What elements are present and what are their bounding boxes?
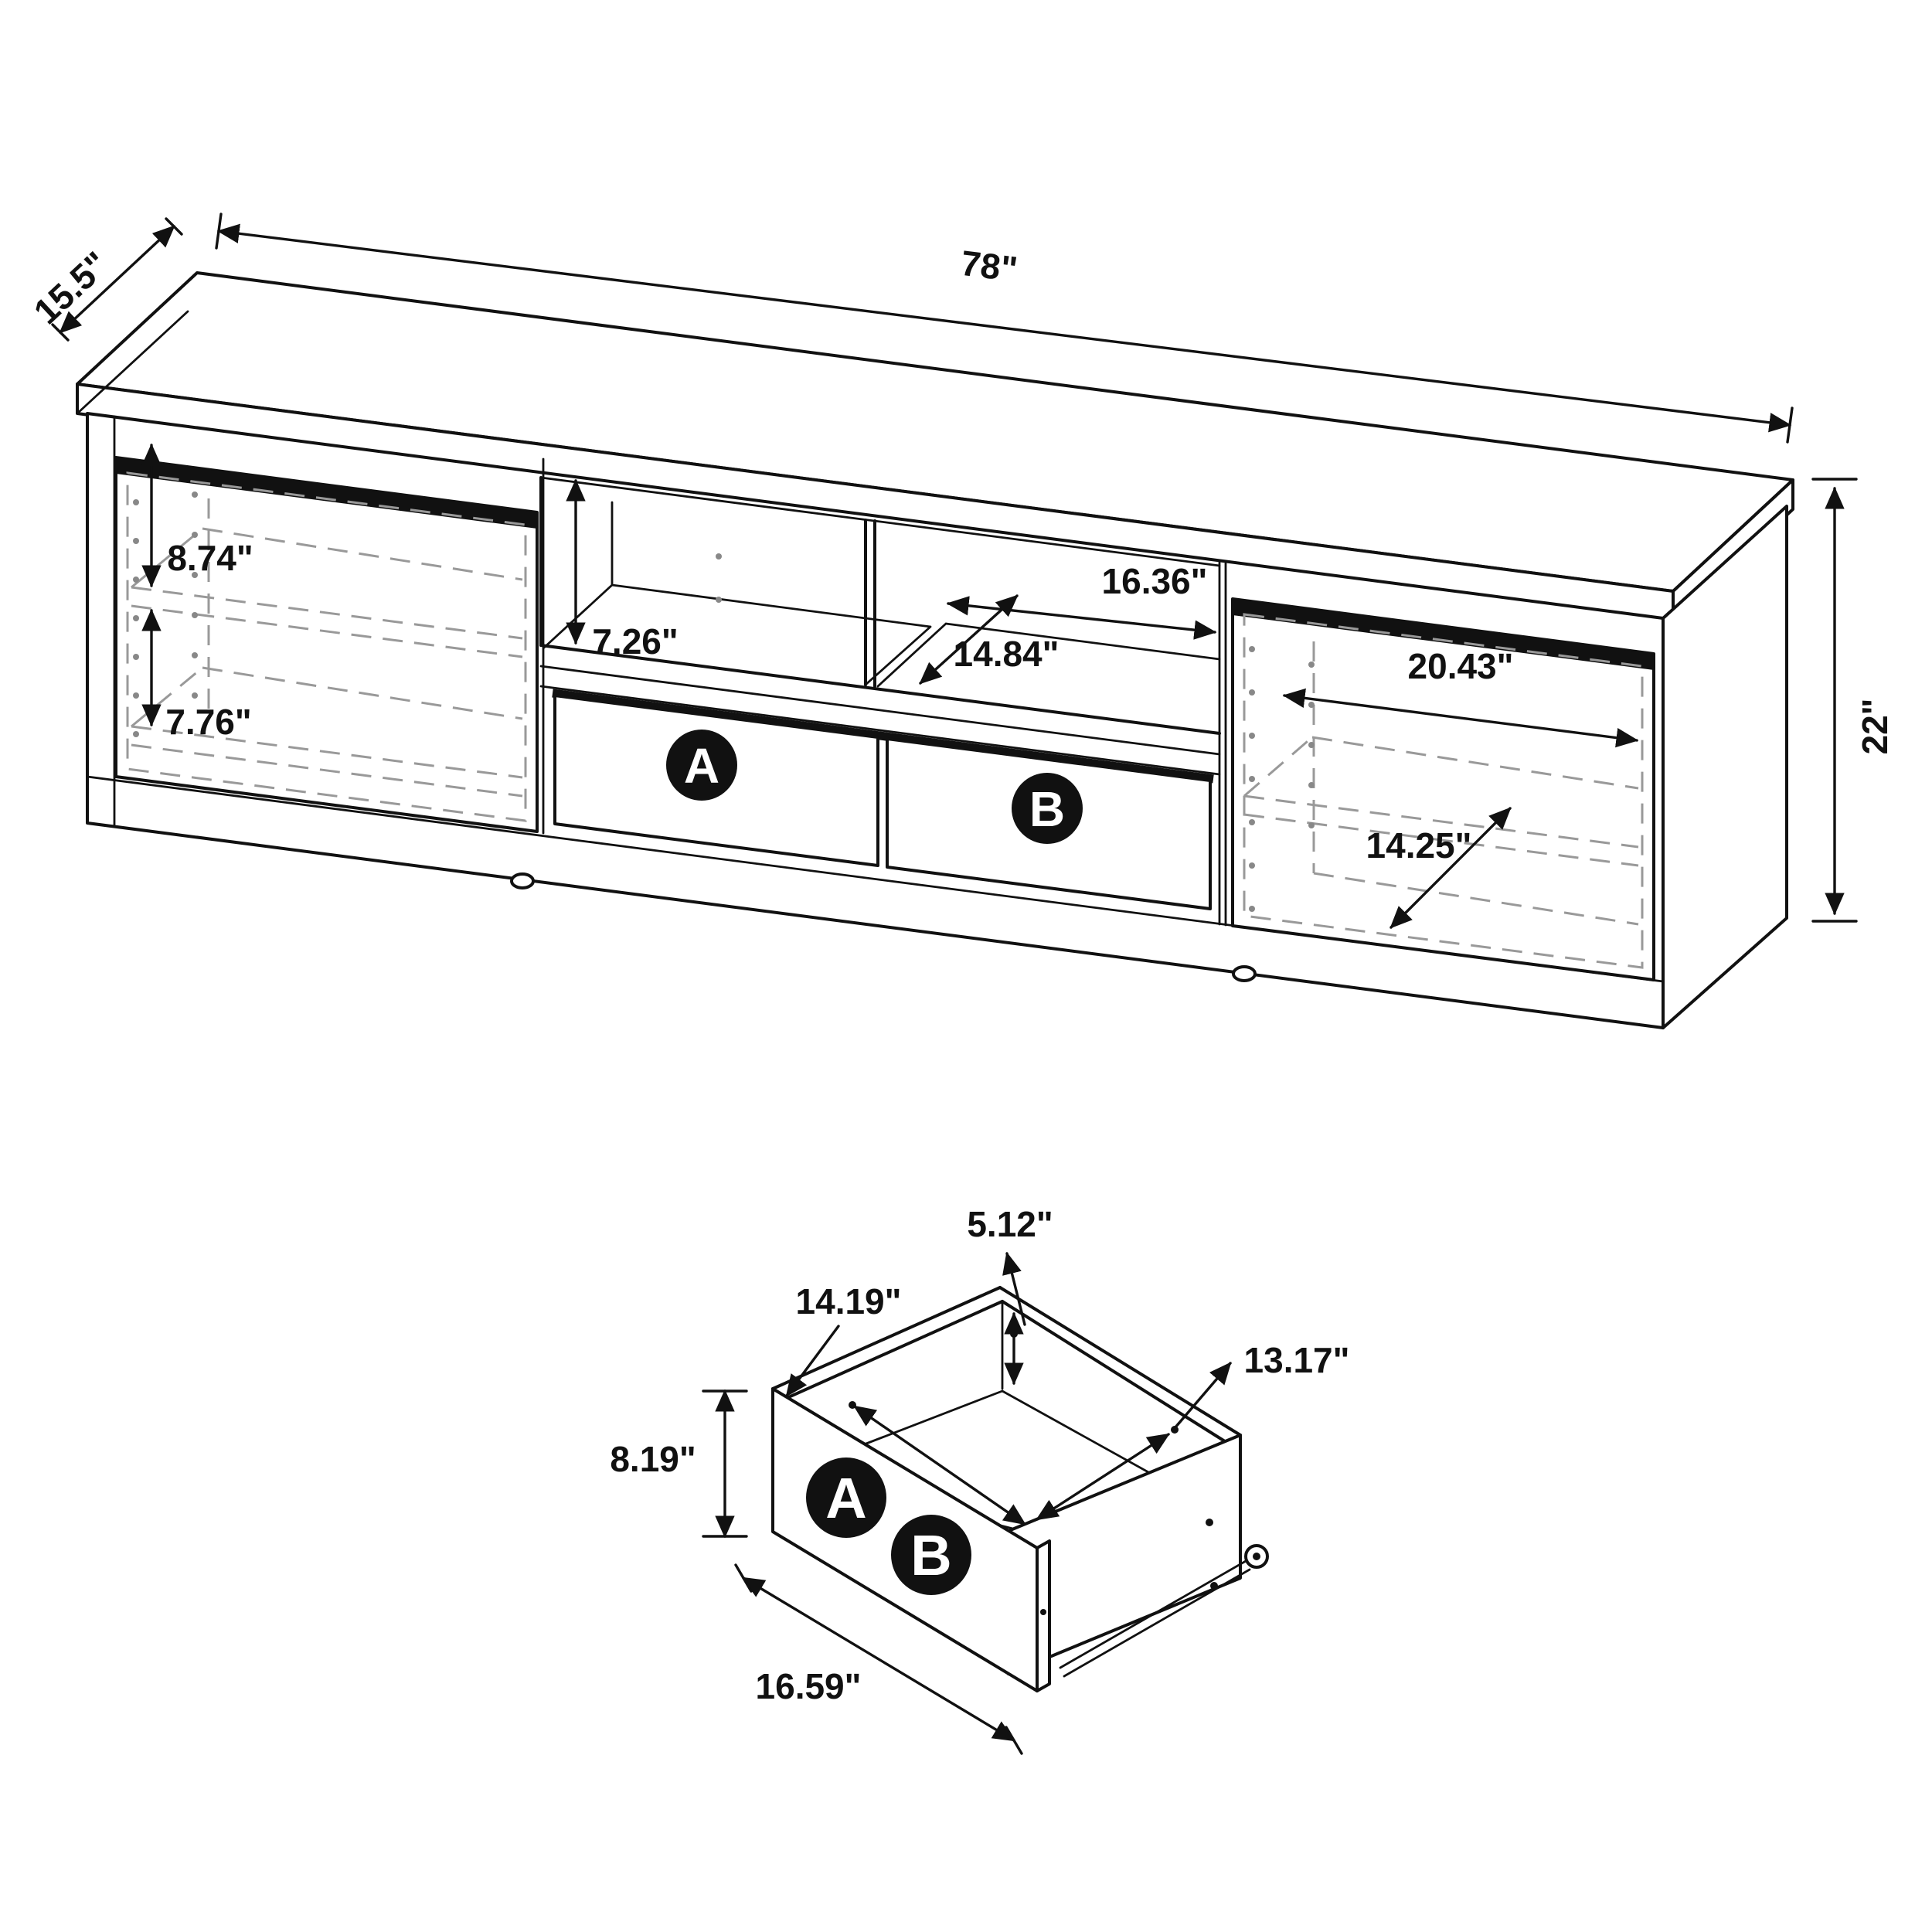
drawer-back-rim	[998, 1286, 1242, 1448]
front-width-label: 16.59"	[756, 1666, 862, 1706]
center-shelf-top	[539, 644, 1221, 735]
dim-inner-depth: 14.19"	[785, 1281, 1026, 1526]
foot-left	[510, 872, 535, 889]
drawer-a-badge-letter: A	[684, 738, 719, 794]
center-shelf-bottom	[539, 665, 1221, 756]
dim-cubby-depth: 14.84"	[919, 594, 1060, 685]
stand-drawers: A B	[552, 689, 1214, 910]
drawer-slide-rail	[1059, 1560, 1251, 1678]
dim-back-height: 5.12"	[967, 1204, 1053, 1386]
left-door-top-gap	[116, 457, 537, 529]
center-rail-line	[539, 685, 1221, 776]
width-label: 78"	[959, 243, 1020, 290]
cubby-depth-label: 14.84"	[954, 634, 1060, 674]
drawer-a-badge: A	[666, 730, 737, 801]
dim-right-cabinet-width: 20.43"	[1282, 646, 1639, 748]
left-shelf-pin-holes	[133, 492, 198, 737]
depth-label: 15.5"	[26, 243, 117, 332]
left-door-panel[interactable]	[114, 456, 539, 833]
dim-front-width: 16.59"	[734, 1563, 1023, 1755]
cubby-divider	[864, 519, 876, 688]
front-edge-screw	[1040, 1609, 1046, 1615]
dim-front-height: 8.19"	[610, 1389, 748, 1539]
cubby-pin-hole	[716, 553, 722, 560]
tv-stand-view: A B	[26, 213, 1895, 1029]
left-shelf-lower-label: 7.76"	[165, 702, 251, 742]
cubby-width-label: 16.36"	[1102, 561, 1208, 601]
left-shelf-lower-hidden	[131, 666, 523, 798]
drawer-front-edge	[1036, 1539, 1051, 1692]
drawer-badge-b-letter: B	[910, 1523, 951, 1587]
drawer-top-gap-shadow	[552, 689, 1214, 784]
dim-height: 22"	[1811, 478, 1895, 923]
right-cabinet-depth-label: 14.25"	[1366, 825, 1472, 866]
drawer-badge-a-letter: A	[825, 1466, 866, 1530]
left-shelf-upper-label: 8.74"	[167, 538, 253, 578]
drawer-badge-b: B	[891, 1515, 971, 1595]
drawer-left-rim	[771, 1286, 1004, 1403]
drawer-b-badge: B	[1012, 773, 1083, 844]
drawer-b-badge-letter: B	[1029, 781, 1065, 837]
cubby-right-stile	[1218, 561, 1227, 927]
cubby-height-label: 7.26"	[592, 621, 678, 662]
dim-inner-width: 13.17"	[1036, 1340, 1350, 1521]
inner-width-label: 13.17"	[1244, 1340, 1350, 1380]
cubby-pin-hole	[716, 597, 722, 603]
slide-roller-hub	[1253, 1553, 1260, 1560]
cubby-ceiling-edge	[539, 476, 1221, 567]
drawer-badge-a: A	[806, 1458, 886, 1538]
left-interior-outline	[126, 471, 527, 822]
back-height-label: 5.12"	[967, 1204, 1053, 1244]
dim-cubby-width: 16.36"	[946, 561, 1217, 640]
right-cabinet-width-label: 20.43"	[1408, 646, 1514, 686]
front-height-label: 8.19"	[610, 1439, 696, 1479]
left-cabinet	[114, 456, 539, 833]
dim-width: 78"	[215, 213, 1794, 444]
drawer-detail-view: A B 5.12" 14.19" 13.17"	[610, 1204, 1350, 1755]
side-screw	[1206, 1519, 1213, 1526]
left-shelf-upper-hidden	[131, 527, 523, 658]
body-right-face	[1662, 505, 1788, 1029]
height-label: 22"	[1855, 699, 1895, 755]
dim-left-shelf-upper: 8.74"	[141, 443, 253, 588]
right-door-top-gap	[1233, 599, 1654, 670]
dim-cubby-height: 7.26"	[566, 478, 679, 662]
drawer-front: A B	[771, 1387, 1051, 1692]
dim-left-shelf-lower: 7.76"	[141, 608, 252, 742]
foot-right	[1232, 965, 1257, 982]
dim-right-cabinet-depth: 14.25"	[1366, 807, 1512, 929]
inner-depth-label: 14.19"	[796, 1281, 902, 1321]
